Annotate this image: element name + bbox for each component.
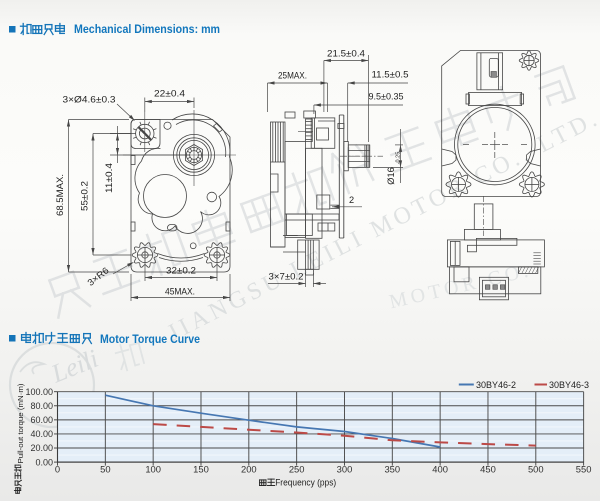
svg-text:68.5MAX.: 68.5MAX. [55,174,65,216]
svg-text:11±0.4: 11±0.4 [104,163,114,193]
svg-text:100: 100 [145,463,161,474]
svg-text:0: 0 [55,463,60,474]
svg-text:250: 250 [289,463,305,474]
svg-text:450: 450 [480,463,496,474]
svg-text:0.00: 0.00 [35,457,53,467]
svg-text:200: 200 [241,463,257,474]
svg-text:3×Ø4.6±0.3: 3×Ø4.6±0.3 [63,95,116,105]
svg-text:-0.25: -0.25 [396,152,402,165]
svg-text:30BY46-3: 30BY46-3 [549,380,589,390]
svg-text:350: 350 [384,463,400,474]
svg-text:100.00: 100.00 [25,387,53,397]
svg-text:150: 150 [193,463,209,474]
svg-text:60.00: 60.00 [30,415,53,425]
svg-text:400: 400 [432,463,448,474]
svg-text:2: 2 [349,195,354,205]
svg-text:500: 500 [528,463,544,474]
svg-text:300: 300 [337,463,353,474]
svg-text:11.5±0.5: 11.5±0.5 [372,70,409,80]
svg-text:32±0.2: 32±0.2 [166,266,196,276]
svg-text:22±0.4: 22±0.4 [154,89,185,99]
svg-text:20.00: 20.00 [30,443,53,453]
svg-text:50: 50 [100,463,110,474]
svg-text:55±0.2: 55±0.2 [80,181,90,211]
svg-text:80.00: 80.00 [30,401,53,411]
svg-text:45MAX.: 45MAX. [165,287,195,297]
svg-text:550: 550 [576,463,592,474]
svg-text:Pull-out torque (mN·m): Pull-out torque (mN·m) [16,383,25,464]
svg-text:3×7±0.2: 3×7±0.2 [269,272,304,282]
svg-text:Mechanical Dimensions: mm: Mechanical Dimensions: mm [74,22,220,36]
svg-text:Ø16: Ø16 [386,167,396,184]
svg-text:30BY46-2: 30BY46-2 [476,380,516,390]
svg-text:Frequency (pps): Frequency (pps) [275,478,336,488]
svg-text:21.5±0.4: 21.5±0.4 [327,49,365,59]
svg-text:Motor Torque Curve: Motor Torque Curve [100,332,200,346]
svg-text:40.00: 40.00 [30,429,53,439]
svg-text:25MAX.: 25MAX. [278,71,307,81]
svg-text:9.5±0.35: 9.5±0.35 [369,92,404,102]
svg-text:3×R6: 3×R6 [86,265,111,288]
